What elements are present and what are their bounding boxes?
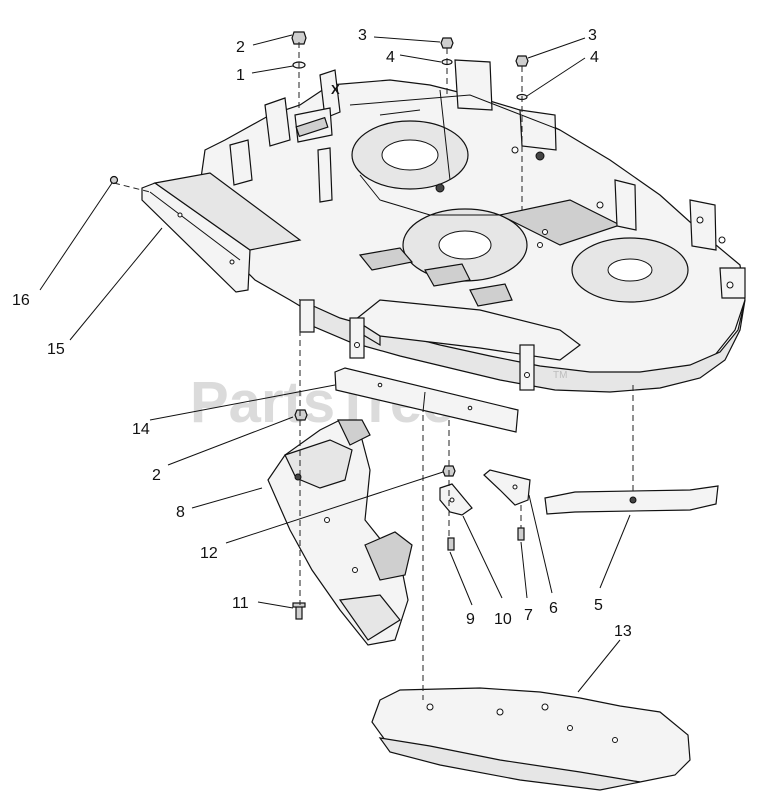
callout-labels: 2 1 3 4 3 4 16 15 14 2 8 12 11 9 10 7 6 …	[12, 27, 632, 640]
part-15-baffle-bracket[interactable]	[141, 172, 302, 293]
callout-11: 11	[232, 595, 249, 612]
deck-marker: X	[331, 82, 340, 97]
callout-14: 14	[132, 421, 150, 438]
part-13-rear-shield[interactable]	[371, 687, 691, 791]
callout-16: 16	[12, 292, 30, 309]
callout-2: 2	[236, 39, 245, 56]
part-5-blade[interactable]	[544, 485, 719, 515]
part-6-deflector[interactable]	[483, 469, 531, 506]
assembly-lines	[113, 42, 634, 700]
callout-4: 4	[386, 49, 395, 66]
callout-3: 3	[358, 27, 367, 44]
callout-6: 6	[549, 600, 558, 617]
callout-leaders	[39, 34, 631, 693]
mower-deck-housing[interactable]	[199, 59, 746, 393]
callout-2: 2	[152, 467, 161, 484]
callout-13: 13	[614, 623, 632, 640]
callout-12: 12	[200, 545, 218, 562]
callout-8: 8	[176, 504, 185, 521]
part-14-front-baffle-strip[interactable]	[334, 367, 519, 433]
callout-3: 3	[588, 27, 597, 44]
callout-4: 4	[590, 49, 599, 66]
callout-9: 9	[466, 611, 475, 628]
callout-7: 7	[524, 607, 533, 624]
callout-15: 15	[47, 341, 65, 358]
callout-10: 10	[494, 611, 512, 628]
part-10-deflector[interactable]	[439, 483, 473, 516]
part-8-discharge-chute[interactable]	[267, 419, 413, 646]
callout-1: 1	[236, 67, 245, 84]
watermark-trademark: TM	[553, 370, 567, 381]
callout-5: 5	[594, 597, 603, 614]
